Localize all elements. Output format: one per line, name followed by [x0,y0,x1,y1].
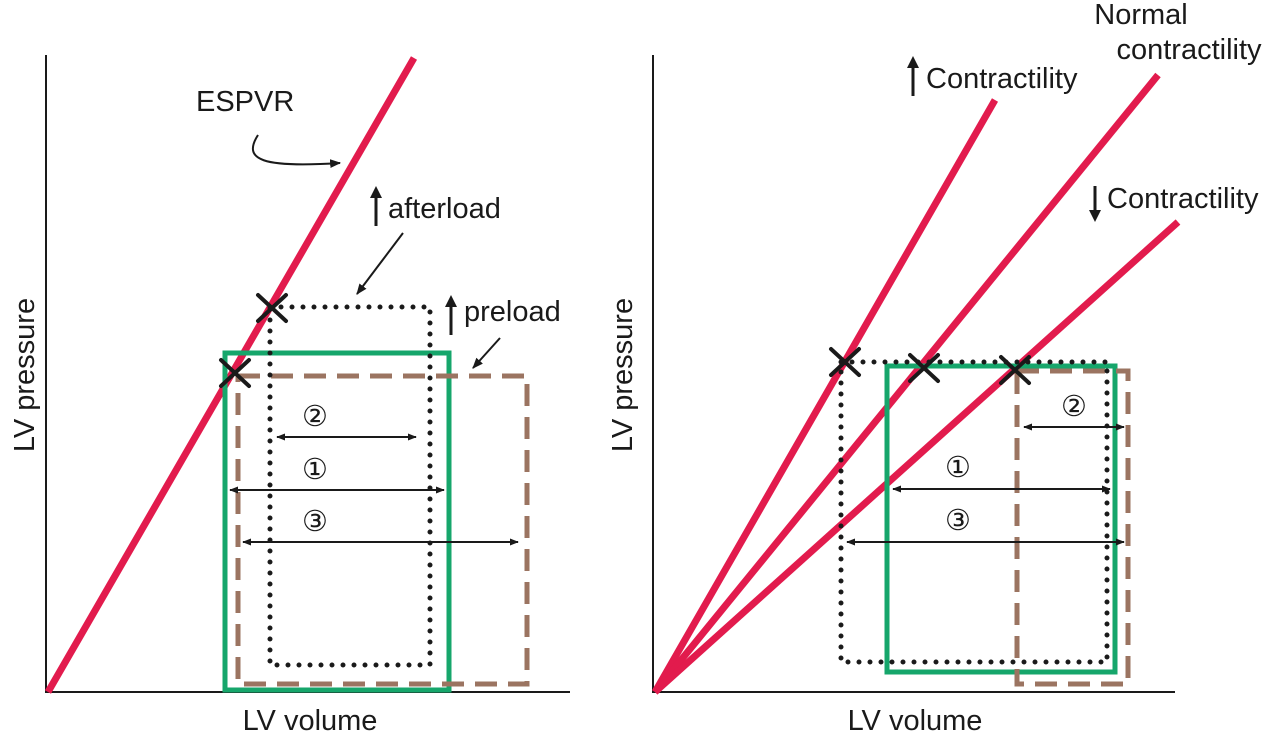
baseline-pv-loop [222,350,452,693]
right-marker-1: ① [945,450,971,484]
increased-contractility-pv-loop [838,359,1110,665]
up-arrow-icon [907,56,919,96]
increased-contractility-label: Contractility [926,63,1078,95]
left-marker-2: ② [302,399,328,433]
right-marker-3: ③ [945,503,971,537]
right-axes [652,55,1175,693]
right-x-axis-label: LV volume [848,705,983,735]
decreased-contractility-label: Contractility [1107,183,1259,215]
left-marker-3: ③ [302,504,328,538]
afterload-pointer-arrow [356,232,404,295]
right-marker-2: ② [1061,389,1087,423]
right-end-systolic-point-decreased [999,355,1031,385]
left-panel: LV pressure LV volume ESPVR afterload [9,55,570,735]
preload-pointer-arrow [472,337,501,369]
normal-contractility-espvr-line [652,72,1161,695]
left-marker-1: ① [302,452,328,486]
increased-contractility-espvr-line [651,98,999,694]
right-y-axis-label: LV pressure [607,298,639,452]
right-panel: LV pressure LV volume Contractility N [607,0,1262,735]
left-end-systolic-point-afterload [256,293,288,323]
espvr-label: ESPVR [196,86,294,118]
afterload-label: afterload [388,193,501,225]
left-end-systolic-point-baseline [219,358,251,388]
up-arrow-icon [370,186,382,226]
normal-contractility-label-line2: contractility [1116,34,1262,66]
down-arrow-icon [1089,186,1101,222]
decreased-contractility-espvr-line [652,219,1181,695]
left-x-axis-label: LV volume [243,705,378,735]
decreased-contractility-pv-loop [1014,368,1131,687]
up-arrow-icon [445,295,457,335]
right-end-systolic-point-increased [829,347,861,377]
increased-afterload-pv-loop [267,304,433,668]
right-end-systolic-point-normal [908,353,940,383]
preload-label: preload [464,296,561,328]
increased-preload-pv-loop [235,373,530,687]
normal-contractility-label-line1: Normal [1094,0,1187,31]
baseline-pv-loop-right [884,363,1118,675]
espvr-pointer-arrow [252,134,342,169]
left-y-axis-label: LV pressure [9,298,41,452]
